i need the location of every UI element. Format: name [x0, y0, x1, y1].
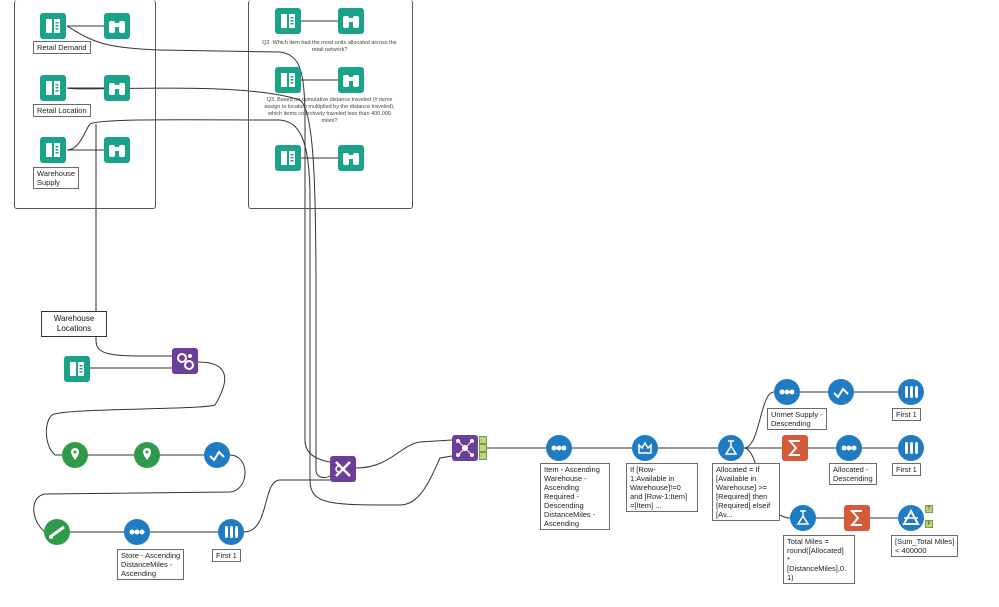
filter-icon[interactable] — [898, 505, 924, 531]
sort-unmet-annotation: Unmet Supply - Descending — [767, 408, 827, 430]
connector[interactable] — [66, 87, 331, 479]
append-port-source[interactable] — [479, 444, 487, 452]
sort-icon[interactable] — [124, 519, 150, 545]
join-icon[interactable] — [330, 456, 356, 482]
multi-row-formula-icon[interactable] — [632, 435, 658, 461]
formula-icon[interactable] — [718, 435, 744, 461]
browse-icon[interactable] — [104, 75, 130, 101]
question-q2: Q2. Which item had the most units alloca… — [262, 40, 397, 53]
connector[interactable] — [243, 479, 330, 533]
sort-icon[interactable] — [836, 435, 862, 461]
retail-demand-label: Retail Demand — [33, 41, 91, 54]
sort-icon[interactable] — [774, 379, 800, 405]
sample-first-annotation: First 1 — [892, 408, 921, 421]
input-container[interactable] — [14, 0, 156, 209]
input-data-icon[interactable] — [40, 13, 66, 39]
input-data-icon[interactable] — [275, 145, 301, 171]
warehouse-locations-comment[interactable]: Warehouse Locations — [41, 311, 107, 337]
sample-icon[interactable] — [218, 519, 244, 545]
distance-icon[interactable] — [44, 519, 70, 545]
formula-total-miles-annotation: Total Miles = round([Allocated] * [Dista… — [783, 535, 855, 584]
select-icon[interactable] — [204, 442, 230, 468]
browse-icon[interactable] — [338, 67, 364, 93]
sample-icon[interactable] — [898, 435, 924, 461]
input-data-icon[interactable] — [275, 67, 301, 93]
filter-true-port[interactable]: T — [925, 505, 933, 513]
connector[interactable] — [355, 439, 453, 469]
browse-icon[interactable] — [104, 13, 130, 39]
append-fields-icon[interactable] — [452, 435, 478, 461]
append-port-output[interactable] — [479, 452, 487, 460]
sort-item-annotation: Item - Ascending Warehouse - Ascending R… — [540, 463, 610, 530]
formula-allocated-annotation: Allocated = If [Available in Warehouse] … — [712, 463, 780, 521]
sample-icon[interactable] — [898, 379, 924, 405]
create-points-icon[interactable] — [62, 442, 88, 468]
question-q3: Q3. Based on cumulative distance travele… — [264, 97, 395, 124]
sort-icon[interactable] — [546, 435, 572, 461]
connector[interactable] — [66, 119, 453, 506]
sort-allocated-annotation: Allocated - Descending — [829, 463, 877, 485]
sample-first-annotation: First 1 — [892, 463, 921, 476]
browse-icon[interactable] — [338, 8, 364, 34]
connector[interactable] — [45, 361, 226, 456]
questions-container[interactable] — [248, 0, 413, 209]
input-data-icon[interactable] — [40, 137, 66, 163]
select-icon[interactable] — [828, 379, 854, 405]
multi-row-annotation: If [Row- 1:Available in Warehouse]!=0 an… — [626, 463, 698, 512]
connector[interactable] — [95, 124, 172, 357]
warehouse-supply-label: Warehouse Supply — [33, 167, 80, 189]
input-data-icon[interactable] — [275, 8, 301, 34]
connector[interactable] — [743, 391, 775, 449]
append-port-target[interactable] — [479, 436, 487, 444]
summarize-icon[interactable] — [844, 505, 870, 531]
create-points-icon[interactable] — [134, 442, 160, 468]
sample-first-annotation: First 1 — [212, 549, 241, 562]
input-data-icon[interactable] — [40, 75, 66, 101]
filter-annotation: [Sum_Total Miles] < 400000 — [891, 535, 959, 557]
input-data-icon[interactable] — [64, 356, 90, 382]
batch-macro-gear-icon[interactable] — [172, 348, 198, 374]
retail-location-label: Retail Location — [33, 104, 91, 117]
formula-icon[interactable] — [790, 505, 816, 531]
browse-icon[interactable] — [104, 137, 130, 163]
browse-icon[interactable] — [338, 145, 364, 171]
sort-store-annotation: Store - Ascending DistanceMiles - Ascend… — [117, 549, 185, 580]
connector[interactable] — [33, 454, 246, 533]
filter-false-port[interactable]: F — [925, 520, 933, 528]
summarize-icon[interactable] — [782, 435, 808, 461]
